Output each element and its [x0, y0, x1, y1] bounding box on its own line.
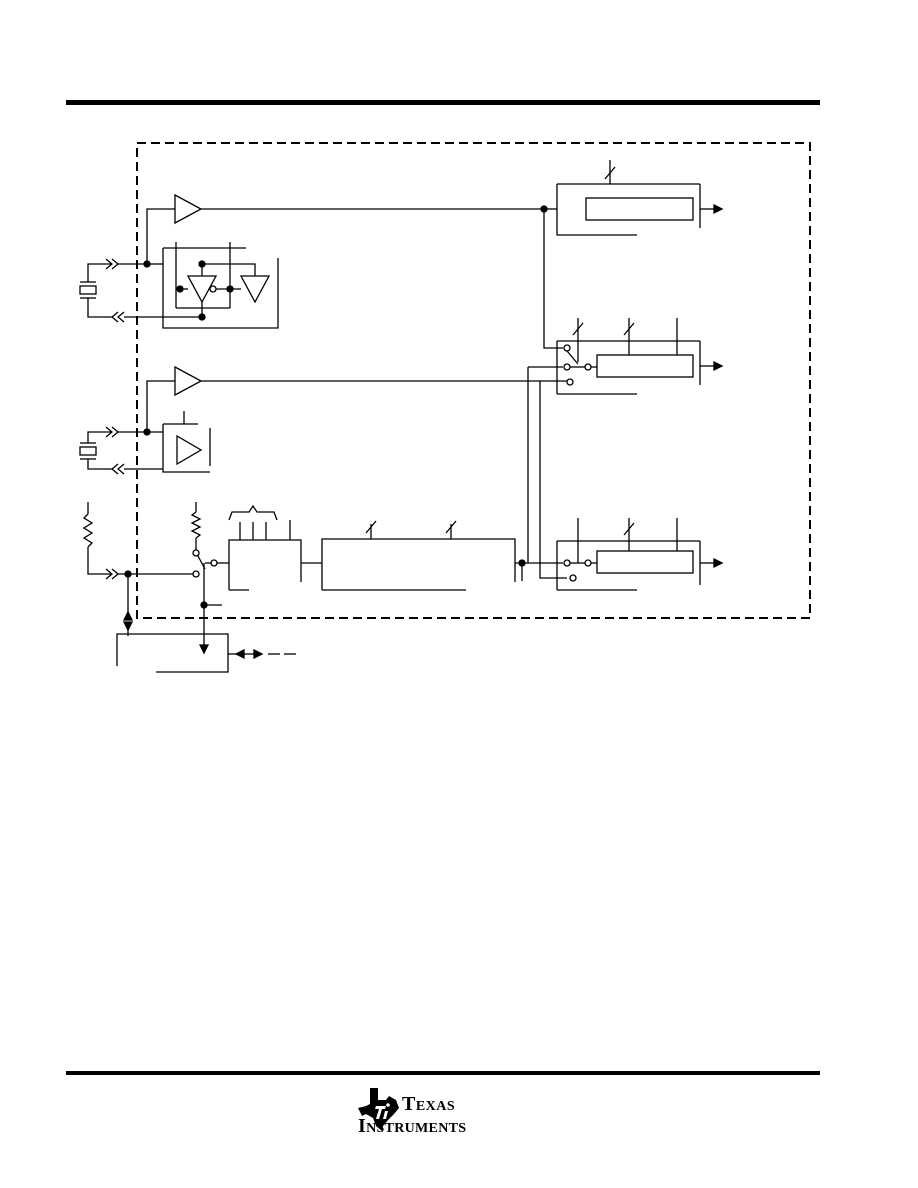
logo-text-line2: Instruments — [358, 1115, 467, 1137]
bus-interface-block — [116, 633, 229, 673]
inverter-1a — [186, 275, 218, 304]
ti-logo: Texas Instruments — [356, 1086, 526, 1142]
input-buffer-2 — [174, 365, 203, 397]
amplifier-block-2 — [162, 424, 210, 473]
ti-state-map-icon — [358, 1088, 399, 1131]
pullup-resistor-1-icon — [82, 513, 94, 548]
amplifier-2 — [176, 434, 203, 466]
output-arrow-2-icon — [713, 360, 724, 372]
output-divider-2 — [596, 354, 694, 378]
output-arrow-3-icon — [713, 557, 724, 569]
device-boundary — [136, 142, 811, 619]
output-stage-2 — [556, 318, 724, 395]
pullup-resistor-2-icon — [190, 511, 202, 539]
crystal-1-icon — [79, 263, 112, 318]
inverter-1b — [239, 275, 271, 304]
header-rule — [66, 100, 820, 105]
inverter-block-1 — [162, 248, 279, 329]
crystal-2-icon — [79, 431, 112, 470]
output-stage-1 — [556, 160, 724, 236]
clock-input-3 — [82, 502, 296, 673]
output-divider-1 — [585, 197, 694, 221]
input-buffer-1 — [174, 193, 203, 225]
output-divider-3 — [596, 550, 694, 574]
logo-text-line1: Texas — [402, 1093, 456, 1115]
oscillator-2 — [79, 365, 540, 475]
output-stage-3 — [556, 518, 724, 591]
output-arrow-1-icon — [713, 203, 724, 215]
oscillator-1 — [79, 193, 544, 329]
footer-rule — [66, 1071, 820, 1075]
input-divider-block — [228, 504, 322, 591]
pll-block — [321, 520, 563, 591]
